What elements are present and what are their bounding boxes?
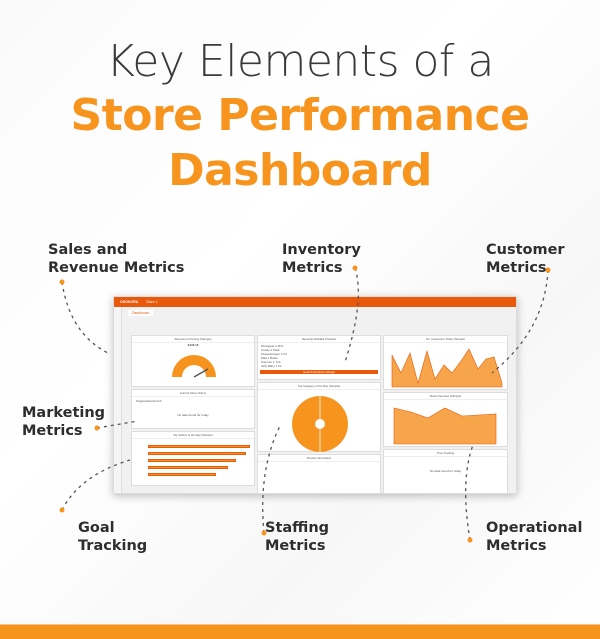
label-line: Metrics [282,260,343,276]
week-panel: Week Overview (Sample) [383,392,508,447]
tab-dashboard: Dashboard [128,310,154,316]
product-item: Jelly Baby 1 Kit [261,364,282,368]
panel-title: No. Customers Today (Sample) [384,336,507,343]
label-line: Operational [486,520,583,536]
panel-title: Revenue of the Day (Sample) [132,336,254,343]
seller-bar [148,452,246,455]
label-line: Inventory [282,242,361,258]
label-line: Marketing [22,405,106,421]
search-products-button: Search Product Listings [260,370,378,374]
footer-bar [0,624,600,639]
customers-panel: No. Customers Today (Sample) [383,335,508,390]
label-line: Metrics [486,260,547,276]
org-unit-label: Organizational Unit [136,399,162,403]
title-line-1: Key Elements of a [106,36,494,87]
orders-panel: Current Store Orders Organizational Unit… [131,389,255,429]
no-data-text: No data found for today [177,413,209,417]
product-item: Malt 1 Bottle [261,356,278,360]
customers-area-chart [391,348,503,388]
label-line: Sales and [48,242,128,258]
seller-bar [148,459,236,462]
product-item: Candy 2 Pack [261,348,280,352]
revenue-panel: Revenue of the Day (Sample) $448.18 [131,335,255,387]
dashboard-screenshot: OKOKORA Store 1 Dashboard Revenue of the … [113,296,517,494]
seller-bar [148,445,250,448]
product-item: Cheeseburger 1 Kit [261,352,287,356]
label-line: Staffing [265,520,330,536]
category-panel: Top Category of the Day (Sample) [257,382,381,452]
panel-title: Current Store Orders [132,390,254,397]
label-line: Metrics [486,538,547,554]
no-data-text: No data found for today [429,469,462,473]
sellers-panel: Top Sellers of the Day (Sample) [131,431,255,486]
panel-title: Week Overview (Sample) [384,393,507,400]
label-line: Goal [78,520,115,536]
label-line: Customer [486,242,565,258]
category-pie [292,396,348,452]
dashboard-topbar: OKOKORA Store 1 [114,297,516,307]
seller-bar [148,466,228,469]
label-line: Metrics [22,423,83,439]
panel-title: Top Category of the Day (Sample) [258,383,380,390]
product-info-panel: Product Information [257,454,381,493]
label-line: Tracking [78,538,148,554]
gauge [172,355,216,378]
title-line-2: Store Performance [70,90,530,141]
label-line: Metrics [265,538,326,554]
product-item: Pineapple 1 Mini [261,344,284,348]
week-area-chart [393,407,497,445]
label-line: Revenue Metrics [48,260,185,276]
seller-bar [148,473,216,476]
time-panel: Time Tracking No data found for today [383,449,508,493]
panel-title: Recently Modified Products [258,336,380,343]
title-line-3: Dashboard [168,145,432,196]
product-item: Popcorn 1 Tub [261,360,281,364]
panel-title: Time Tracking [384,450,507,457]
panel-title: Top Sellers of the Day (Sample) [132,432,254,439]
panel-title: Product Information [258,455,380,462]
store-name: Store 1 [146,300,158,304]
brand: OKOKORA [120,300,139,304]
products-panel: Recently Modified Products Pineapple 1 M… [257,335,381,380]
revenue-value: $448.18 [187,343,199,347]
dashboard-sidebar [114,307,122,493]
